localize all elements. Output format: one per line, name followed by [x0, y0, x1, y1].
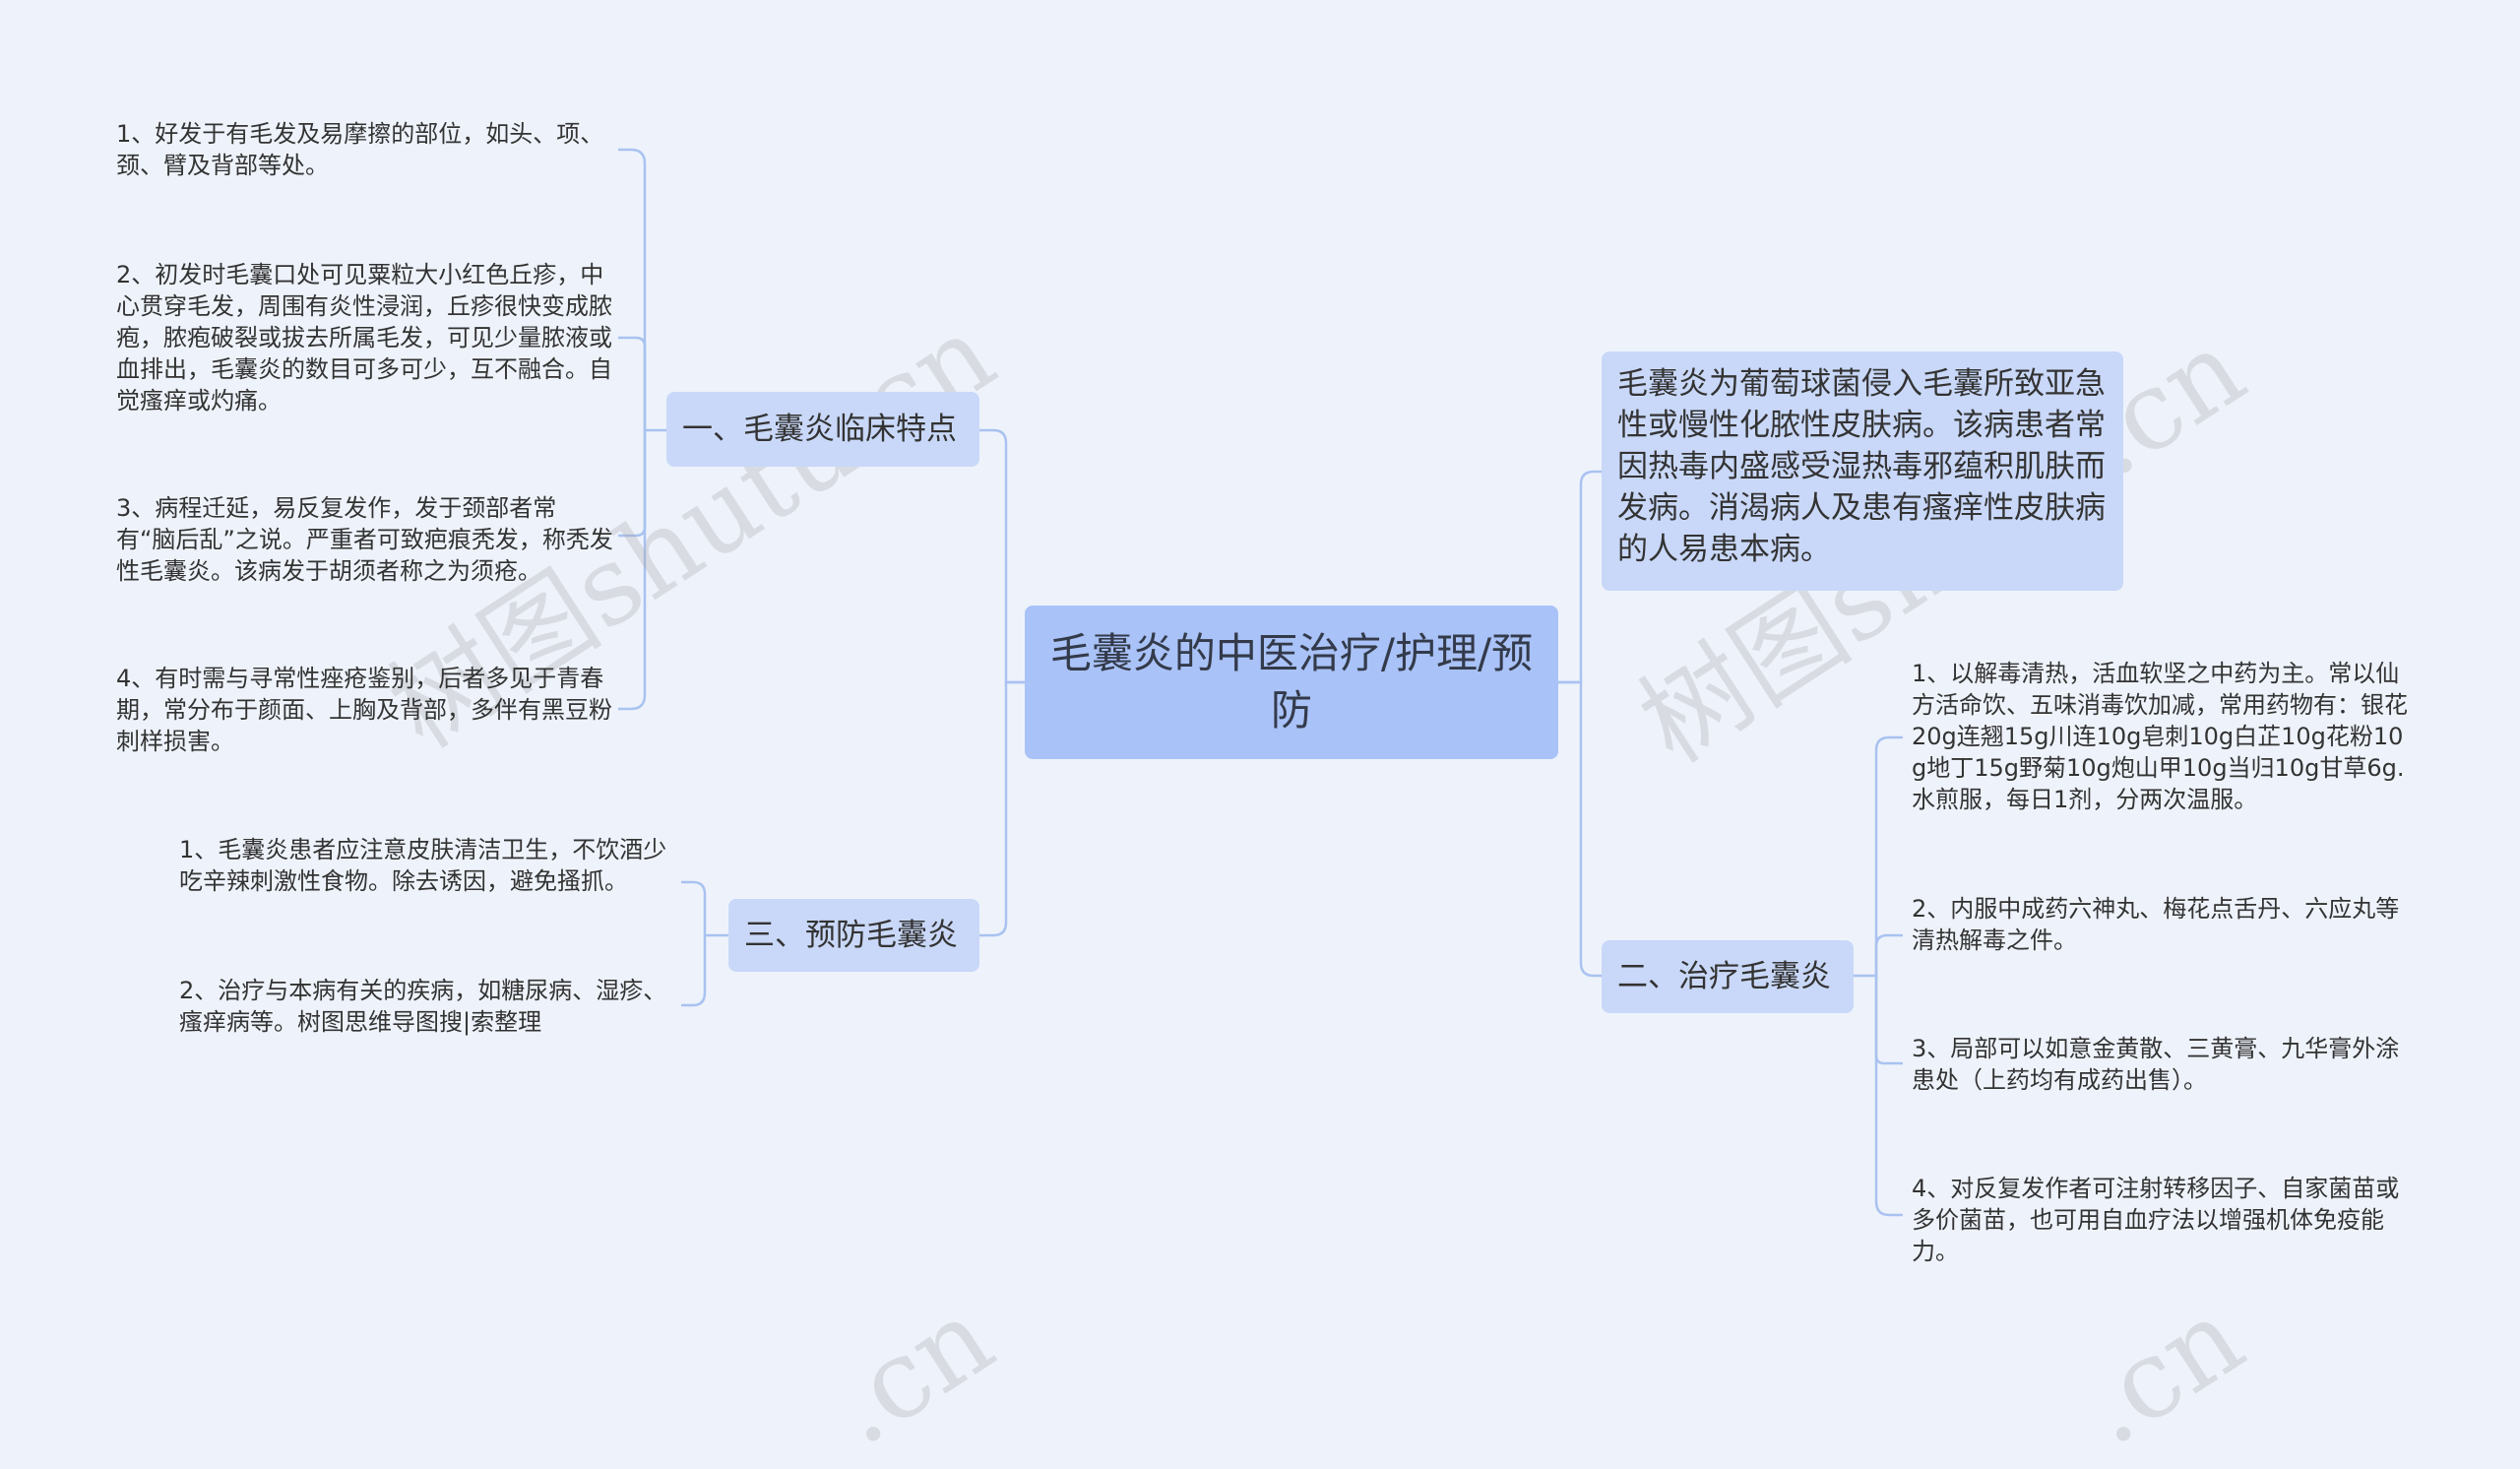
description-node[interactable]: 毛囊炎为葡萄球菌侵入毛囊所致亚急性或慢性化脓性皮肤病。该病患者常因热毒内盛感受湿… [1602, 351, 2123, 591]
connector-lines [618, 148, 1903, 1217]
list-item: 3、局部可以如意金黄散、三黄膏、九华膏外涂患处（上药均有成药出售）。 [1912, 1035, 2400, 1094]
connector-root-desc [1558, 470, 1602, 684]
connector-treat-3 [1874, 976, 1903, 1065]
branch-label: 二、治疗毛囊炎 [1617, 959, 1831, 994]
list-item: 1、好发于有毛发及易摩擦的部位，如头、项、颈、臂及背部等处。 [116, 120, 604, 179]
connector-clinical-2 [618, 336, 647, 430]
connector-prevent-1 [681, 880, 728, 937]
branch-label: 三、预防毛囊炎 [744, 918, 958, 953]
connector-clinical-4 [618, 430, 647, 711]
branch-label: 一、毛囊炎临床特点 [682, 412, 957, 447]
list-item: 2、初发时毛囊口处可见粟粒大小红色丘疹，中心贯穿毛发，周围有炎性浸润，丘疹很快变… [116, 261, 612, 415]
root-node[interactable]: 毛囊炎的中医治疗/护理/预防 [1025, 606, 1558, 759]
description-text: 毛囊炎为葡萄球菌侵入毛囊所致亚急性或慢性化脓性皮肤病。该病患者常因热毒内盛感受湿… [1617, 366, 2106, 567]
list-item: 1、毛囊炎患者应注意皮肤清洁卫生，不饮酒少吃辛辣刺激性食物。除去诱因，避免搔抓。 [179, 836, 667, 895]
list-item: 4、对反复发作者可注射转移因子、自家菌苗或多价菌苗，也可用自血疗法以增强机体免疫… [1912, 1175, 2400, 1265]
list-item: 2、内服中成药六神丸、梅花点舌丹、六应丸等清热解毒之件。 [1912, 895, 2400, 954]
connector-root-treat [1558, 680, 1602, 978]
list-item: 1、以解毒清热，活血软坚之中药为主。常以仙方活命饮、五味消毒饮加减，常用药物有：… [1912, 660, 2408, 813]
mindmap-canvas: 树图shutu.cn 树图shutu.cn .cn .cn 毛囊炎的中医治疗/护… [116, 120, 2408, 1469]
connector-root-clinical [979, 428, 1025, 684]
list-item: 2、治疗与本病有关的疾病，如糖尿病、湿疹、瘙痒病等。树图思维导图搜|索整理 [179, 977, 667, 1036]
branch-prevention[interactable]: 三、预防毛囊炎 [728, 899, 979, 972]
list-item: 3、病程迁延，易反复发作，发于颈部者常有“脑后乱”之说。严重者可致疤痕秃发，称秃… [116, 494, 613, 585]
connector-clinical-1 [618, 148, 667, 432]
branch-clinical-features[interactable]: 一、毛囊炎临床特点 [666, 392, 979, 467]
connector-treat-1 [1854, 735, 1903, 978]
branch-treatment[interactable]: 二、治疗毛囊炎 [1602, 940, 1854, 1013]
connector-root-prevent [979, 680, 1025, 937]
connector-treat-4 [1874, 976, 1903, 1217]
connector-prevent-2 [681, 935, 707, 1007]
list-item: 4、有时需与寻常性痤疮鉴别，后者多见于青春期，常分布于颜面、上胸及背部，多伴有黑… [116, 665, 612, 755]
connector-clinical-3 [618, 430, 647, 538]
root-label: 毛囊炎的中医治疗/护理/预防 [1049, 629, 1534, 734]
connector-treat-2 [1874, 933, 1903, 976]
